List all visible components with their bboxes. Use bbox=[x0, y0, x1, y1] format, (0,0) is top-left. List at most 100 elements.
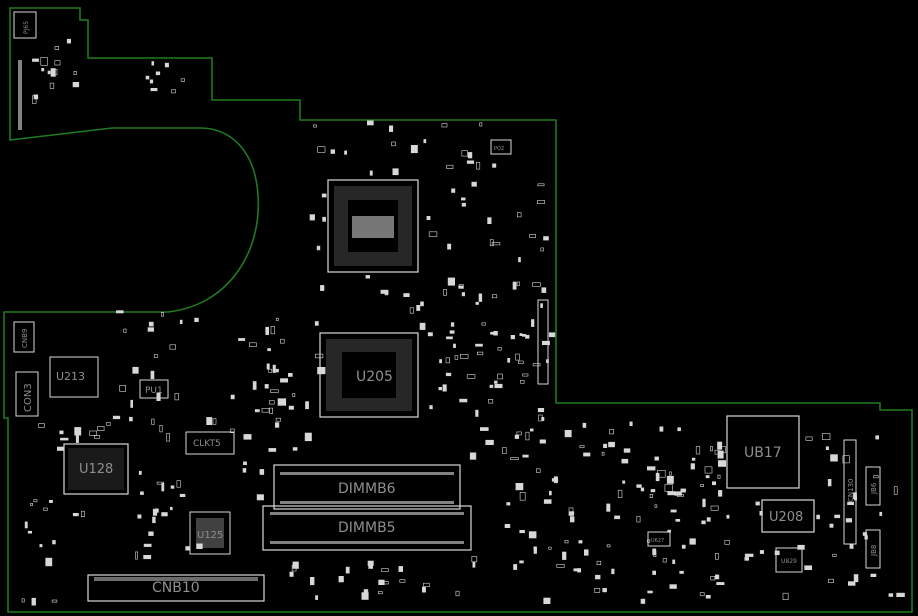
smd-part bbox=[43, 507, 48, 511]
smd-part bbox=[701, 520, 706, 525]
smd-part bbox=[478, 293, 483, 302]
smd-part bbox=[548, 546, 552, 550]
smd-part bbox=[150, 370, 155, 380]
smd-part bbox=[421, 586, 426, 593]
smd-part bbox=[829, 523, 834, 528]
smd-part bbox=[345, 566, 350, 574]
smd-part bbox=[361, 592, 369, 600]
smd-part bbox=[309, 214, 315, 221]
smd-part bbox=[443, 289, 447, 296]
smd-part bbox=[726, 514, 730, 519]
smd-part bbox=[640, 598, 646, 604]
smd-part bbox=[455, 590, 460, 597]
smd-part bbox=[275, 417, 281, 422]
smd-part bbox=[595, 574, 601, 580]
smd-part bbox=[475, 343, 483, 347]
smd-part bbox=[582, 422, 587, 428]
smd-part bbox=[292, 447, 298, 451]
smd-part bbox=[487, 217, 492, 225]
smd-part bbox=[344, 150, 348, 155]
smd-part bbox=[252, 381, 257, 390]
smd-part bbox=[522, 454, 529, 458]
smd-part bbox=[548, 490, 552, 496]
smd-part bbox=[206, 417, 213, 425]
smd-part bbox=[459, 354, 469, 359]
smd-part bbox=[317, 146, 326, 153]
smd-part bbox=[744, 553, 754, 557]
bga-north bbox=[327, 179, 419, 273]
smd-part bbox=[488, 398, 494, 404]
smd-part bbox=[75, 434, 79, 443]
smd-part bbox=[24, 521, 28, 529]
smd-part bbox=[230, 428, 235, 434]
smd-part bbox=[690, 463, 695, 470]
smd-part bbox=[647, 590, 653, 594]
smd-part bbox=[50, 68, 56, 77]
smd-part bbox=[151, 61, 155, 66]
smd-part bbox=[458, 284, 464, 289]
smd-part bbox=[40, 57, 48, 66]
smd-part bbox=[148, 321, 154, 327]
smd-part bbox=[562, 551, 567, 560]
smd-part bbox=[714, 574, 720, 580]
smd-part bbox=[378, 579, 385, 585]
smd-part bbox=[277, 398, 287, 406]
smd-part bbox=[681, 544, 686, 549]
smd-part bbox=[73, 71, 77, 75]
smd-part bbox=[454, 355, 459, 360]
connector-jb6 bbox=[865, 466, 881, 506]
smd-part bbox=[441, 123, 448, 128]
smd-part bbox=[445, 372, 452, 377]
smd-part bbox=[485, 439, 494, 446]
smd-part bbox=[677, 427, 681, 432]
smd-part bbox=[603, 443, 608, 449]
smd-part bbox=[475, 162, 481, 170]
smd-part bbox=[471, 556, 478, 563]
connector-jb8 bbox=[865, 529, 881, 569]
smd-part bbox=[38, 423, 45, 428]
smd-part bbox=[893, 486, 898, 495]
chip-u208 bbox=[761, 499, 815, 533]
smd-part bbox=[759, 510, 763, 516]
smd-part bbox=[152, 516, 156, 524]
smd-part bbox=[132, 366, 139, 374]
smd-part bbox=[532, 282, 541, 287]
smd-part bbox=[48, 499, 53, 503]
smd-part bbox=[280, 338, 285, 344]
smd-part bbox=[711, 481, 716, 486]
smd-part bbox=[123, 328, 127, 333]
smd-part bbox=[476, 351, 484, 356]
smd-part bbox=[446, 164, 454, 169]
smd-part bbox=[717, 474, 721, 479]
smd-part bbox=[116, 310, 124, 314]
smd-part bbox=[479, 122, 483, 127]
smd-part bbox=[536, 468, 541, 473]
smd-part bbox=[94, 434, 100, 439]
smd-part bbox=[652, 570, 656, 575]
smd-part bbox=[130, 399, 133, 408]
smd-part bbox=[268, 368, 273, 373]
label-con3: CON3 bbox=[23, 383, 34, 412]
smd-part bbox=[805, 436, 813, 441]
smd-part bbox=[309, 576, 315, 586]
smd-part bbox=[849, 544, 854, 549]
smd-part bbox=[453, 343, 456, 348]
smd-part bbox=[622, 480, 626, 484]
connector-cn130 bbox=[843, 439, 857, 545]
smd-part bbox=[442, 384, 447, 392]
smd-part bbox=[238, 338, 246, 341]
smd-part bbox=[569, 516, 575, 523]
smd-part bbox=[491, 294, 498, 299]
smd-part bbox=[472, 561, 476, 568]
label-cnb10: CNB10 bbox=[152, 580, 200, 596]
smd-part bbox=[519, 333, 523, 337]
smd-part bbox=[66, 38, 71, 44]
smd-part bbox=[467, 152, 473, 159]
label-dimmb5: DIMMB5 bbox=[338, 520, 396, 536]
smd-part bbox=[161, 512, 168, 517]
smd-part bbox=[497, 347, 502, 351]
smd-part bbox=[541, 416, 545, 421]
smd-part bbox=[845, 518, 852, 523]
smd-part bbox=[716, 582, 725, 586]
smd-part bbox=[266, 363, 270, 370]
